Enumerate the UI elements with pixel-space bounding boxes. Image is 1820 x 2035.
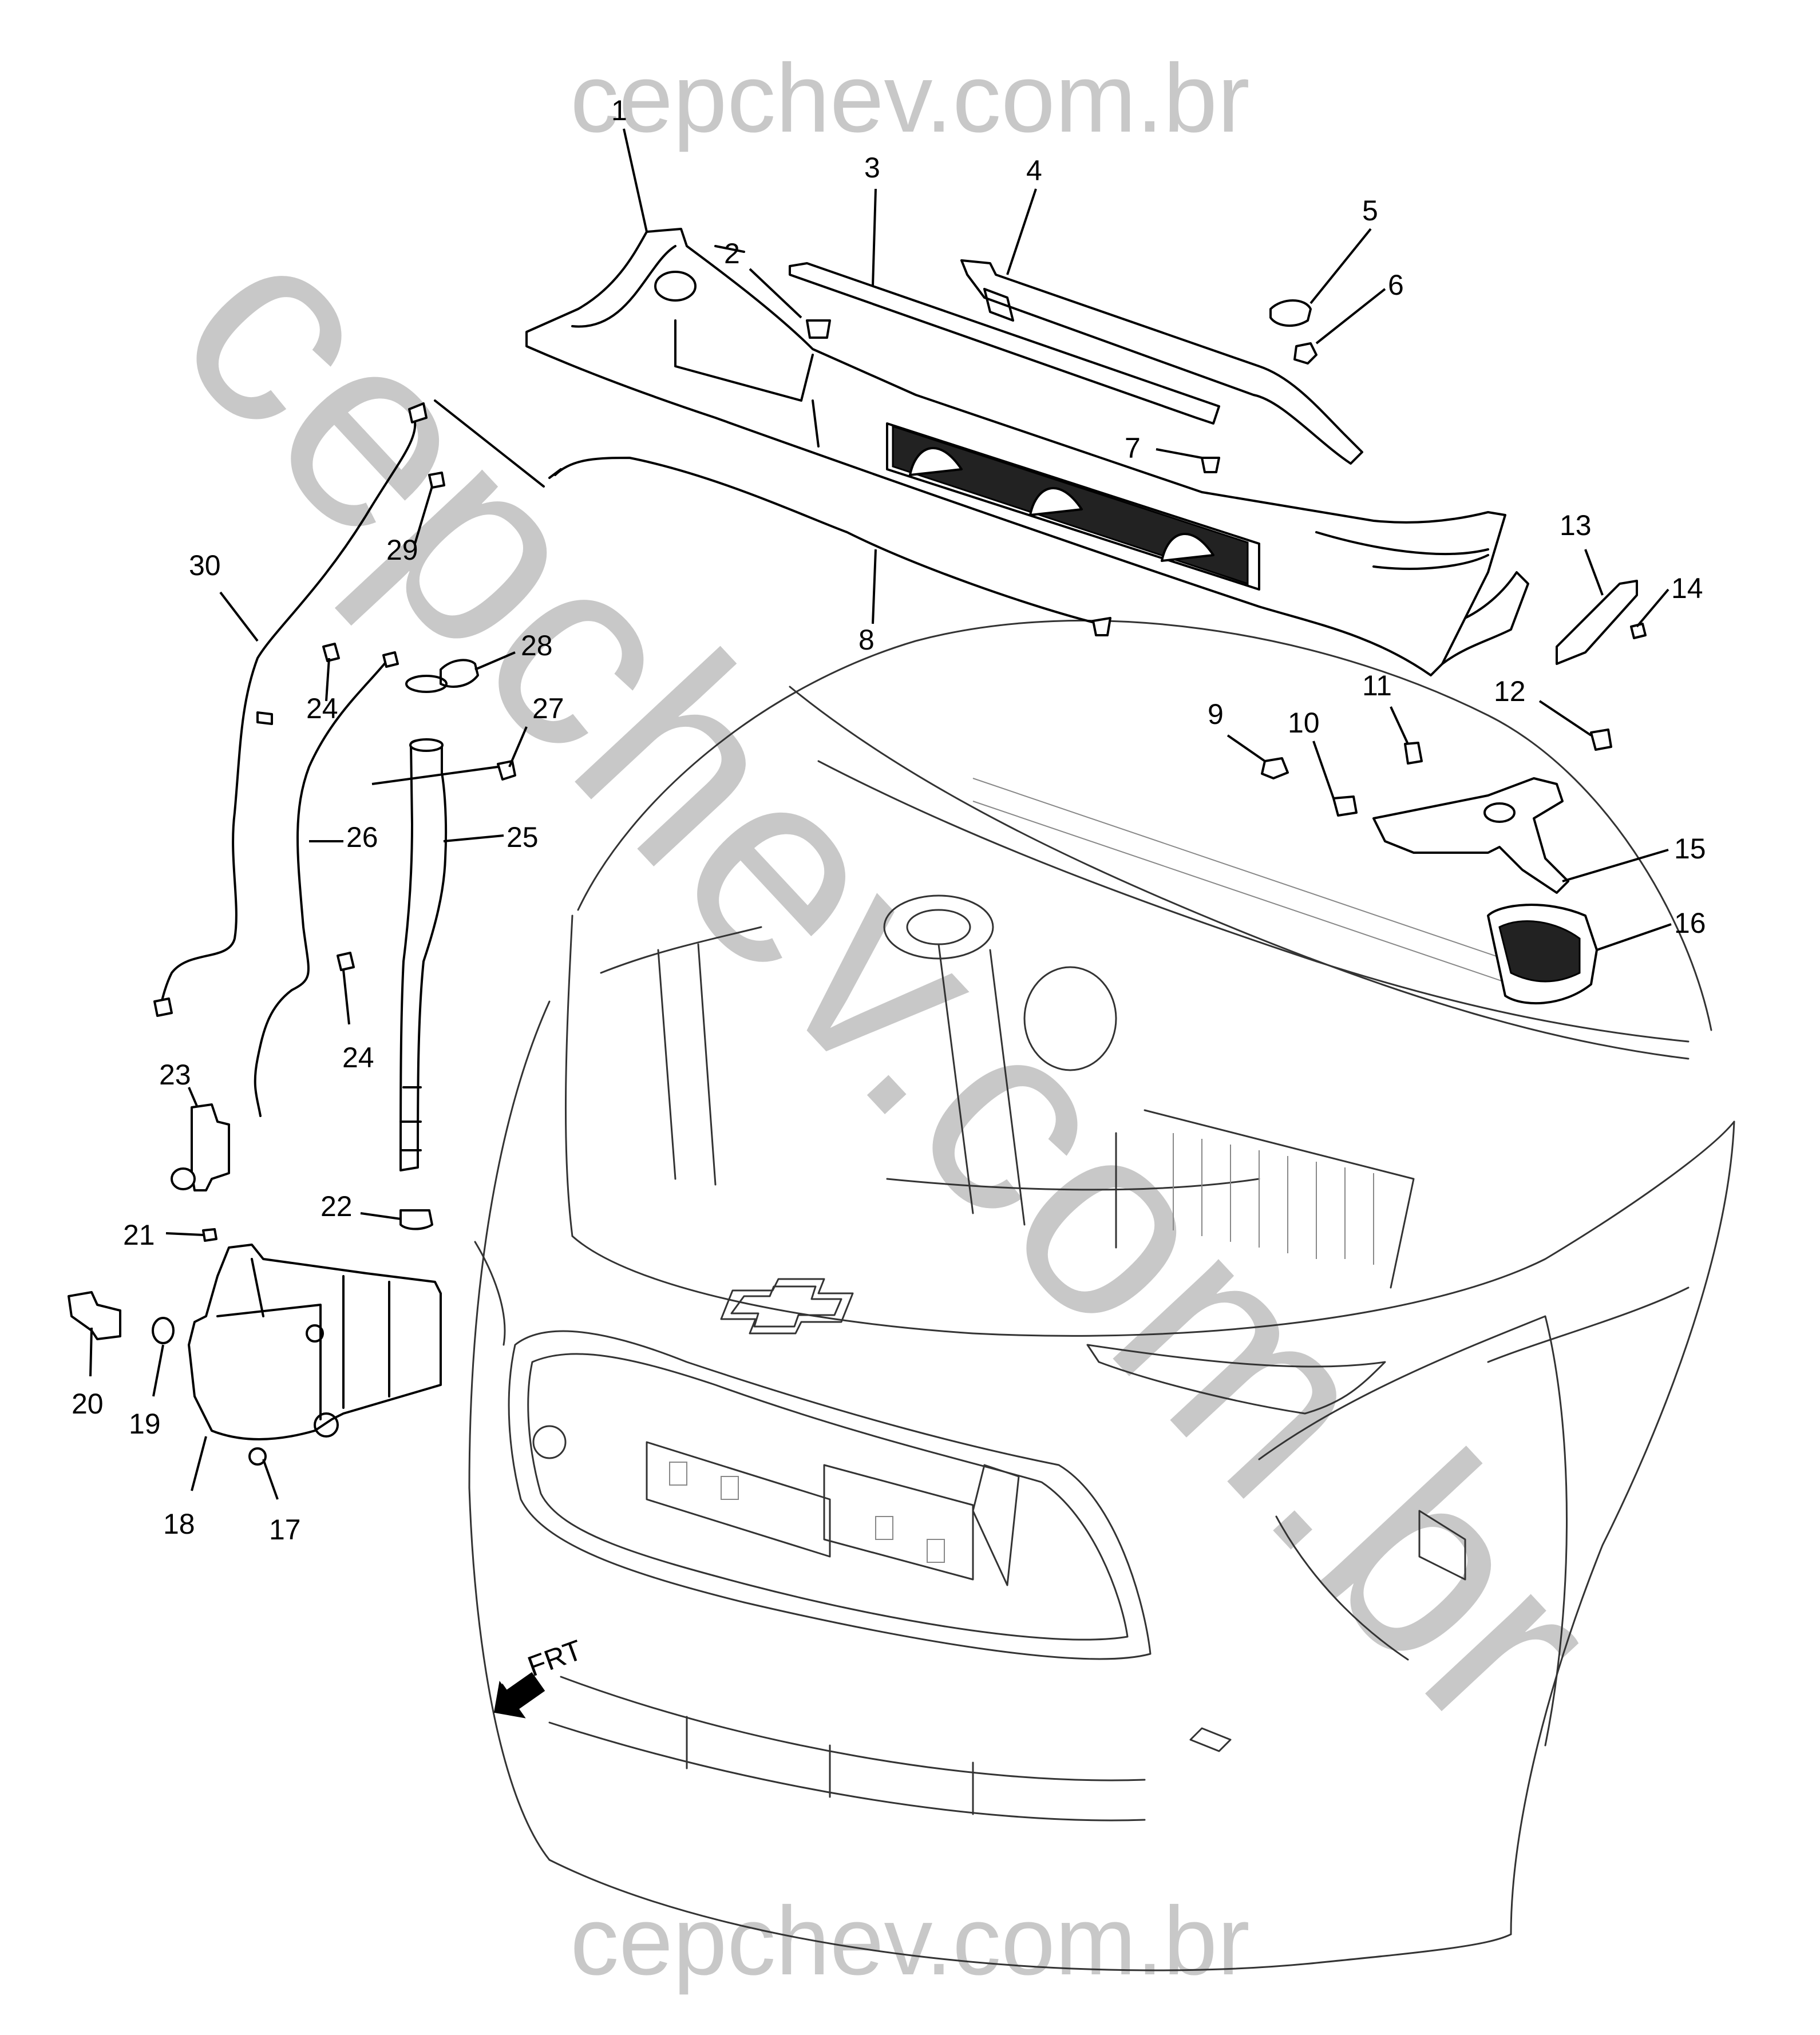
bracket-13 (1556, 580, 1638, 665)
callout-19: 19 (129, 1408, 161, 1440)
washer-pump-23 (191, 1103, 230, 1191)
washer-hose-30 (159, 411, 417, 1008)
callout-24a: 24 (306, 692, 338, 724)
grommet-10 (1332, 795, 1358, 817)
grommet-19 (152, 1317, 175, 1344)
grommet-17 (248, 1447, 267, 1466)
callout-5: 5 (1362, 195, 1378, 227)
clip-29 (428, 472, 445, 489)
bowtie-emblem (720, 1278, 854, 1335)
push-pin-12 (1590, 729, 1612, 751)
callout-21: 21 (123, 1219, 155, 1251)
callout-6: 6 (1388, 269, 1404, 301)
front-direction-label: FRT (524, 1634, 587, 1683)
callout-13: 13 (1560, 509, 1592, 541)
callout-22: 22 (321, 1190, 353, 1222)
callout-18: 18 (163, 1508, 195, 1540)
callout-4: 4 (1026, 155, 1042, 187)
callout-15: 15 (1674, 833, 1706, 865)
callout-9: 9 (1208, 698, 1224, 730)
callout-23: 23 (159, 1059, 191, 1091)
callout-26: 26 (346, 821, 378, 853)
push-pin-7 (1201, 457, 1220, 473)
nut-6 (1293, 342, 1317, 365)
filler-cap-28 (440, 659, 479, 688)
callouts: 1 2 3 4 5 6 7 8 9 10 11 12 13 14 15 16 1… (72, 94, 1706, 1546)
grommet-22 (399, 1209, 433, 1230)
callout-7: 7 (1125, 432, 1141, 464)
callout-30: 30 (189, 549, 221, 581)
bolt-9 (1261, 757, 1289, 779)
bolt-11 (1404, 742, 1423, 765)
callout-17: 17 (269, 1514, 301, 1546)
filler-neck-25 (399, 738, 448, 1171)
push-pin-2 (806, 319, 831, 339)
callout-28: 28 (521, 629, 553, 662)
callout-25: 25 (507, 821, 539, 853)
callout-8: 8 (858, 624, 875, 656)
callout-20: 20 (72, 1388, 104, 1420)
watermark-top: cepchev.com.br (570, 44, 1249, 153)
washer-hose-26 (254, 657, 390, 1117)
clip-27 (497, 760, 516, 781)
hose-connector-24a (322, 643, 340, 662)
callout-leaders (89, 128, 1672, 1500)
cowl-panel (525, 228, 1529, 676)
hose-connector-24c (337, 952, 355, 971)
front-direction-arrow (493, 1672, 545, 1719)
hose-connector-24b (256, 711, 273, 725)
callout-27: 27 (532, 692, 564, 724)
callout-24b: 24 (342, 1042, 374, 1074)
watermark-bottom: cepchev.com.br (570, 1887, 1249, 1996)
callout-11: 11 (1362, 670, 1392, 702)
wiper-linkage-15 (1372, 777, 1569, 894)
callout-16: 16 (1674, 907, 1706, 939)
washer-pump-20 (68, 1291, 121, 1340)
cowl-vent-grille-right (960, 259, 1363, 465)
callout-10: 10 (1288, 707, 1320, 739)
vehicle-front-outline (468, 619, 1735, 1971)
callout-2: 2 (724, 237, 740, 270)
callout-14: 14 (1671, 572, 1703, 604)
callout-3: 3 (864, 152, 880, 184)
callout-12: 12 (1494, 675, 1526, 707)
callout-29: 29 (386, 534, 418, 566)
callout-1: 1 (611, 94, 627, 126)
nut-cap-5 (1269, 299, 1312, 327)
grommet-21 (202, 1228, 217, 1242)
cowl-seal-strip (789, 262, 1220, 425)
washer-hose-8 (554, 457, 1100, 625)
